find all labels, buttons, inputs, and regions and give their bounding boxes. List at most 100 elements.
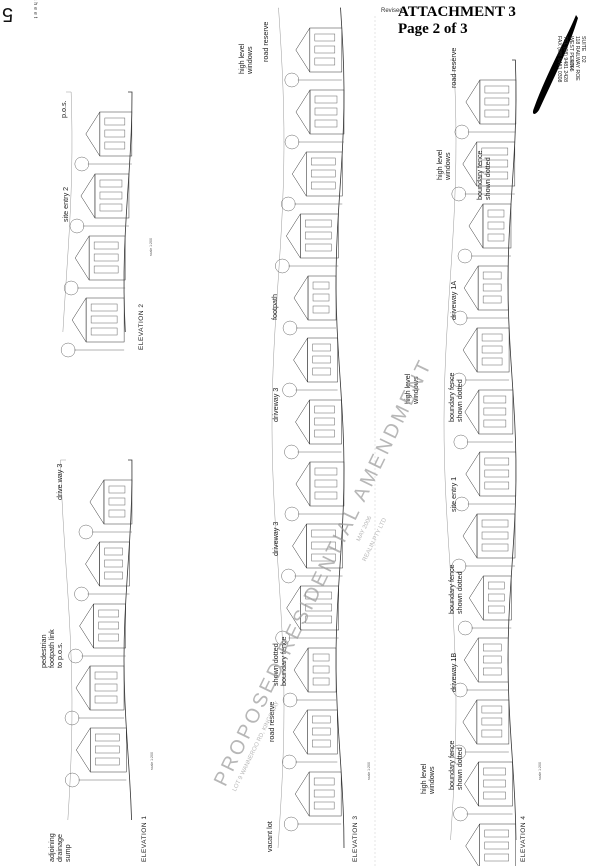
elevation-3-house-window [313,801,335,810]
elevation-4-house-window [483,407,507,416]
boundary-fence-3-label: boundary fence shown dotted [447,372,464,422]
elevation-3-house-roof [286,213,301,259]
elevation-4-house-roof [462,699,478,745]
elevation-4-boundary-line [443,59,457,841]
elevation-4-house-window [481,531,509,540]
elevation-3-tree [281,568,296,584]
elevation-4-house-window [484,457,510,466]
elevation-4-scale: scale 1:200 [538,762,542,780]
elevation-4-house-window [488,605,505,614]
elevation-3-house-window [311,181,336,190]
elevation-4-house-roof [468,203,484,249]
elevation-1-house-roof [76,727,91,773]
elevation-3-house-window [312,281,330,290]
elevation-1-house-roof [89,479,105,525]
elevation-4-house-window [488,593,505,602]
elevation-2-house-roof [80,173,96,219]
elevation-4-house-window [481,705,503,714]
elevation-1-house-wall [99,541,130,587]
site-entry-2-label: site entry 2 [61,186,70,222]
elevation-4-tree [454,124,470,140]
elevation-3-house-window [311,553,336,562]
elevation-1-tree [74,586,89,602]
elevation-4-house-window [487,209,505,218]
elevation-2-house-window [93,241,119,250]
elevation-3-scale: scale 1:200 [367,762,371,780]
elevation-3-house-window [305,231,332,240]
elevation-4-house-roof [462,141,478,187]
elevation-1-ground-line [123,459,133,821]
elevation-3-house-window [312,715,331,724]
elevation-3-house-window [312,343,331,352]
elevation-3-house-window [311,529,336,538]
elevation-4-house-roof [462,327,478,373]
elevation-4-house-window [484,109,510,118]
elevation-4-house-window [481,729,503,738]
elevation-4-tree [453,434,469,450]
elevation-4-tree [451,186,467,202]
title-address: 118 RAILWAY ROE [574,36,580,81]
elevation-1-house-roof [79,603,94,649]
elevation-1-house-wall [103,479,133,525]
elevation-3-house-window [314,107,338,116]
elevation-3-house-window [305,243,332,252]
elevation-2-house-window [90,327,118,336]
elevation-1-house-window [98,621,119,630]
elevation-2-tree [74,156,90,172]
pos-label: p.o.s. [59,100,68,118]
elevation-2-scale: scale 1:200 [149,238,153,256]
elevation-4-tree [458,620,473,636]
title-block: SUITE D2 118 RAILWAY ROE WEST PERTH 6005… [546,36,586,156]
elevation-4-house-window [483,643,502,652]
elevation-3-house-window [305,603,332,612]
high-level-windows-1-label: high level windows [419,763,436,794]
elevation-4-house-wall [479,79,517,125]
elevation-3-house-roof [292,523,307,569]
elevation-3-house-wall [307,647,337,693]
elevation-3-house-window [314,405,335,414]
elevation-4-house-window [481,717,503,726]
elevation-3-house-window [312,677,330,686]
elevation-2-tree [69,218,85,234]
elevation-3-tree [283,816,299,832]
elevation-2-house-roof [85,111,101,157]
elevation-3-house-window [312,727,331,736]
driveway-1a-label: driveway 1A [449,280,458,320]
elevation-1-house-window [104,559,123,568]
elevation-4-house-window [481,333,503,342]
road-reserve-4-label: road reserve [449,47,458,88]
elevation-3-house-roof [293,275,309,321]
elevation-3-tree [284,134,300,150]
elevation-4-title: ELEVATION 4 [520,815,527,862]
elevation-4-house-window [484,853,509,862]
elevation-3-house-window [314,479,338,488]
elevation-4-house-window [481,357,503,366]
sheet-number: 5 [2,3,14,25]
elevation-3-house-window [312,739,331,748]
elevation-2-house-window [90,315,118,324]
elevation-4-house-roof [464,389,480,435]
elevation-1-boundary-line [60,459,73,821]
boundary-fence-2-label: boundary fence shown dotted [447,564,464,614]
elevation-4-house-window [483,655,502,664]
sheet-word: sheet [32,0,39,21]
elevation-3-house-window [313,789,335,798]
elevation-3-house-wall [300,213,339,259]
elevation-3-house-roof [291,151,307,197]
elevation-4-tree [453,806,468,822]
attachment-title: ATTACHMENT 3 [398,4,516,20]
elevation-3-house-window [305,219,332,228]
elevation-4-house-roof [462,513,478,559]
elevation-4-house-wall [482,203,512,249]
elevation-2-boundary-line [62,91,73,333]
site-entry-1-label: site entry 1 [449,476,458,512]
elevation-4-house-window [484,829,509,838]
elevation-2-tree [60,342,76,358]
elevation-4-house-roof [469,575,484,621]
elevation-3-ground-line [335,7,345,849]
elevation-3-house-roof [293,709,308,755]
elevation-4-house-window [482,283,502,292]
pedestrian-footpath-link-label: pedestrian footpath link to p.o.s. [39,629,64,668]
elevation-3-house-roof [295,89,311,135]
elevation-3-house-window [314,467,338,476]
